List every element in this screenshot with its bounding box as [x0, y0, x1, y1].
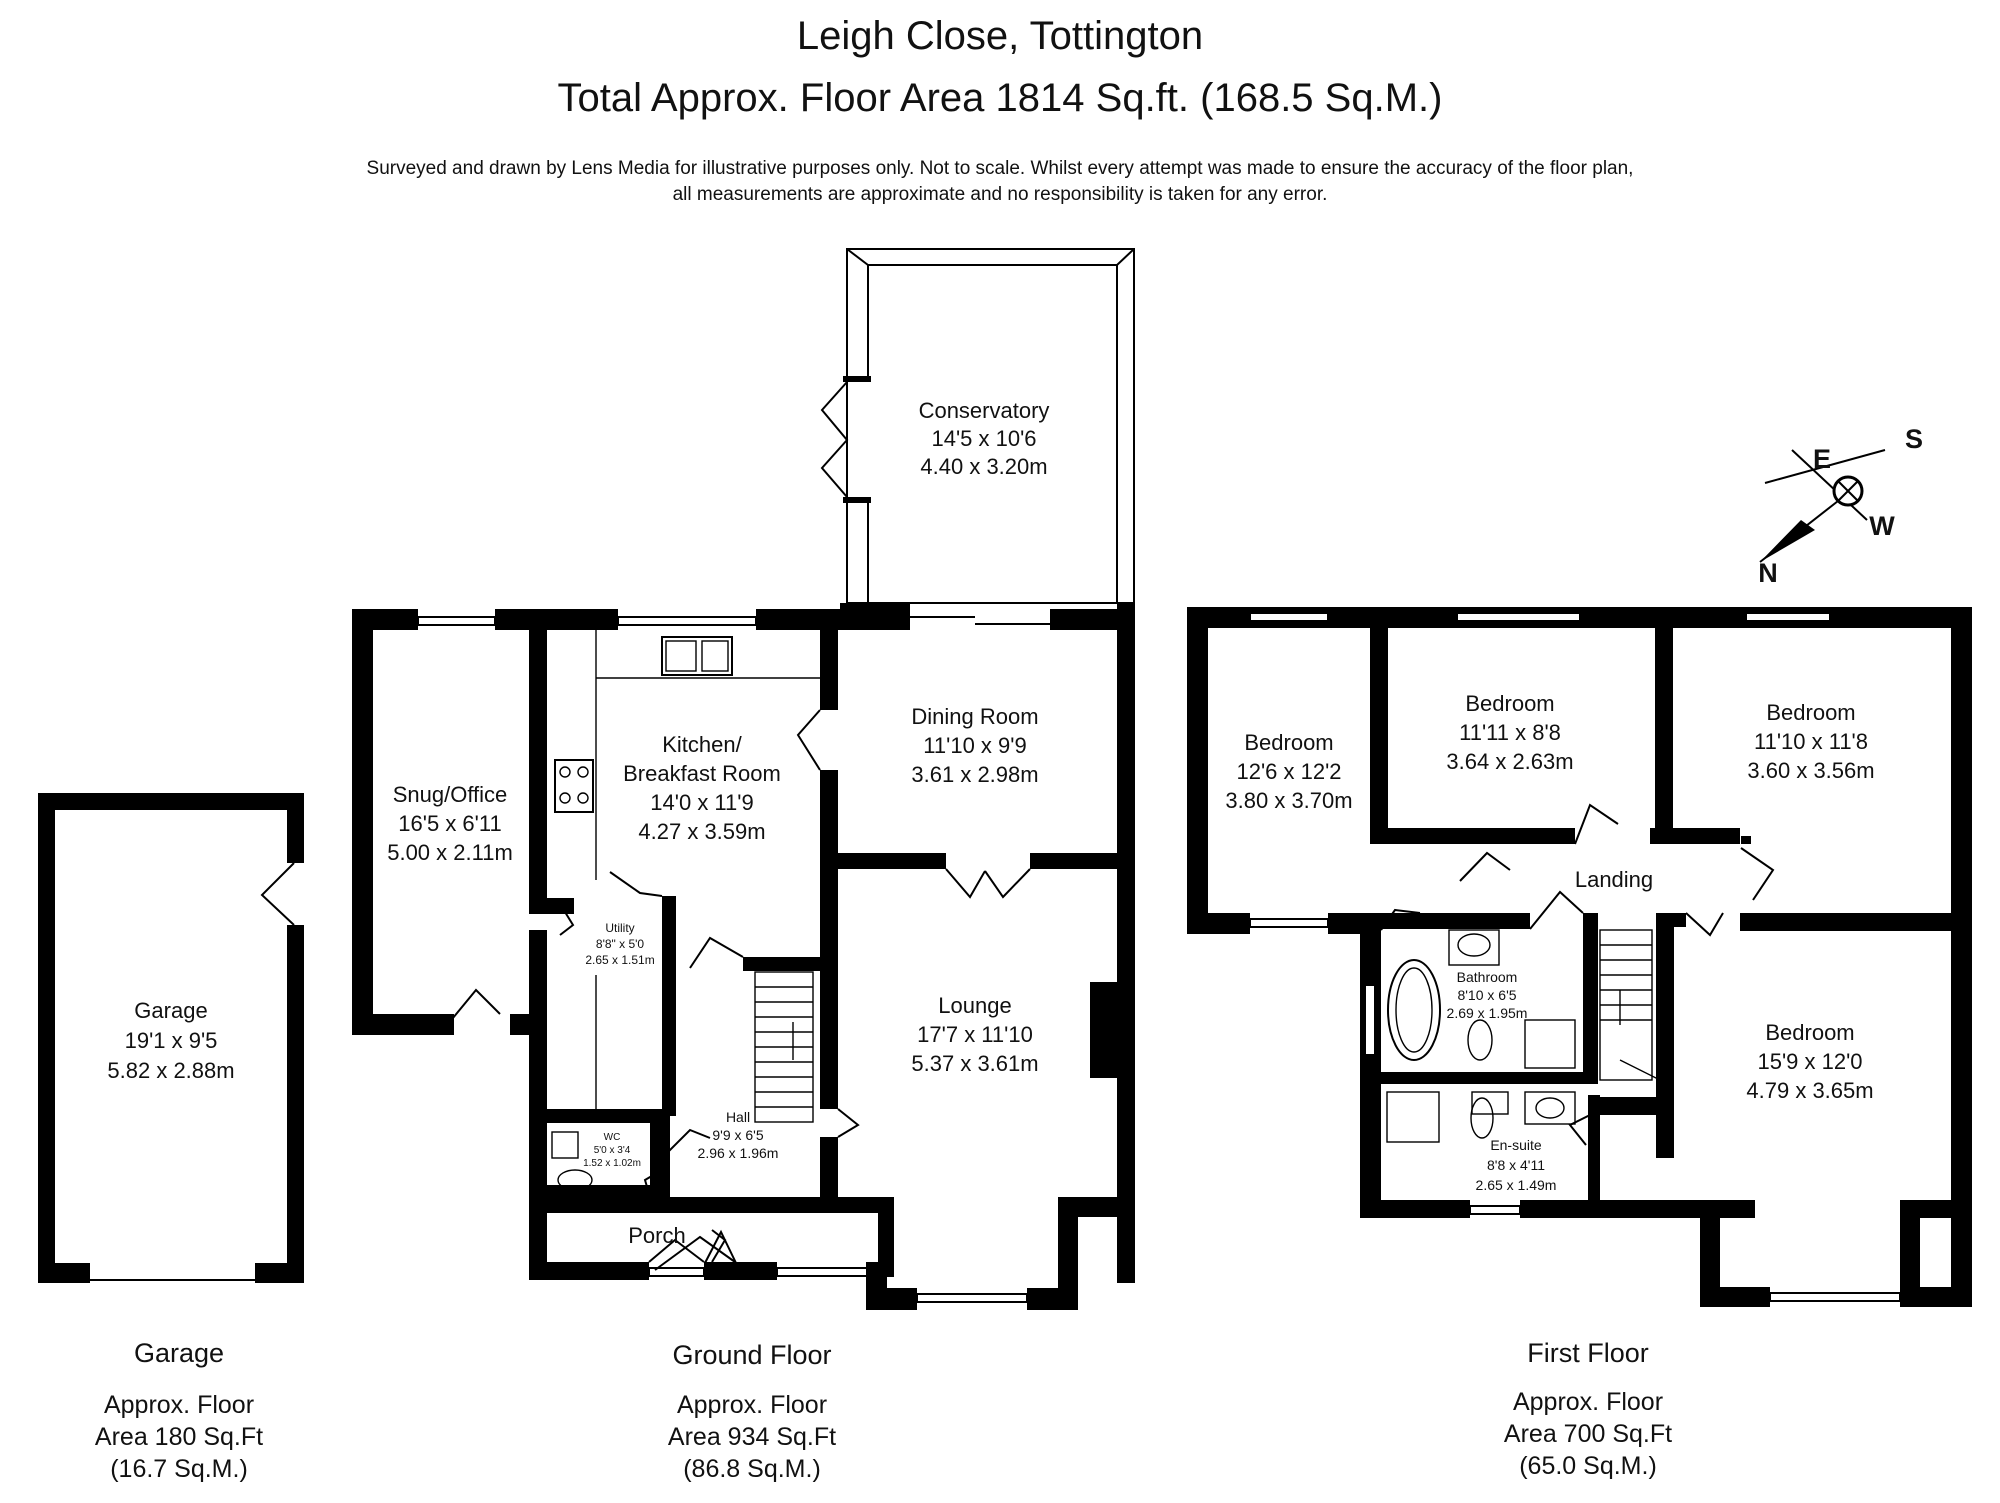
snug-name: Snug/Office	[393, 782, 508, 807]
kitchen-metric: 4.27 x 3.59m	[638, 819, 765, 844]
ground-floor-caption: Ground Floor	[672, 1340, 831, 1370]
landing-name: Landing	[1575, 867, 1653, 892]
first-floor-area-line2: Area 700 Sq.Ft	[1504, 1420, 1672, 1448]
lounge-label: Lounge 17'7 x 11'10 5.37 x 3.61m	[911, 993, 1038, 1076]
compass-rose-icon: N S E W	[1758, 424, 1923, 588]
hall-imperial: 9'9 x 6'5	[712, 1127, 763, 1143]
kitchen-imperial: 14'0 x 11'9	[650, 790, 753, 815]
wc-name: WC	[604, 1132, 621, 1143]
garage-plan: Garage 19'1 x 9'5 5.82 x 2.88m Garage Ap…	[38, 793, 304, 1483]
bedroom1-name: Bedroom	[1244, 730, 1333, 755]
ground-floor-area-line2: Area 934 Sq.Ft	[668, 1423, 836, 1451]
bedroom4-label: Bedroom 15'9 x 12'0 4.79 x 3.65m	[1746, 1020, 1873, 1103]
bedroom4-metric: 4.79 x 3.65m	[1746, 1078, 1873, 1103]
disclaimer-line-1: Surveyed and drawn by Lens Media for ill…	[366, 158, 1634, 179]
ensuite-metric: 2.65 x 1.49m	[1476, 1177, 1557, 1193]
hall-label: Hall 9'9 x 6'5 2.96 x 1.96m	[698, 1109, 779, 1161]
bedroom4-imperial: 15'9 x 12'0	[1757, 1049, 1862, 1074]
bedroom1-metric: 3.80 x 3.70m	[1225, 788, 1352, 813]
dining-imperial: 11'10 x 9'9	[923, 733, 1026, 758]
conservatory-metric: 4.40 x 3.20m	[920, 454, 1047, 479]
dining-name: Dining Room	[911, 704, 1038, 729]
bedroom3-name: Bedroom	[1766, 700, 1855, 725]
bathroom-metric: 2.69 x 1.95m	[1447, 1005, 1528, 1021]
compass-south-label: S	[1905, 424, 1923, 454]
total-area: Total Approx. Floor Area 1814 Sq.ft. (16…	[557, 76, 1443, 120]
bedroom2-metric: 3.64 x 2.63m	[1446, 749, 1573, 774]
garage-room-imperial: 19'1 x 9'5	[125, 1028, 218, 1053]
conservatory-imperial: 14'5 x 10'6	[931, 426, 1036, 451]
bathroom-name: Bathroom	[1457, 969, 1518, 985]
ensuite-imperial: 8'8 x 4'11	[1487, 1157, 1545, 1173]
wc-imperial: 5'0 x 3'4	[594, 1145, 631, 1156]
kitchen-label: Kitchen/ Breakfast Room 14'0 x 11'9 4.27…	[623, 732, 781, 844]
utility-imperial: 8'8" x 5'0	[596, 937, 645, 951]
snug-imperial: 16'5 x 6'11	[398, 811, 501, 836]
garage-area-line1: Approx. Floor	[104, 1391, 254, 1419]
bedroom3-label: Bedroom 11'10 x 11'8 3.60 x 3.56m	[1747, 700, 1874, 783]
garage-room-name: Garage	[134, 998, 207, 1023]
garage-label: Garage 19'1 x 9'5 5.82 x 2.88m	[107, 998, 234, 1083]
bedroom2-imperial: 11'11 x 8'8	[1459, 720, 1561, 745]
lounge-metric: 5.37 x 3.61m	[911, 1051, 1038, 1076]
conservatory-name: Conservatory	[919, 398, 1050, 423]
ground-floor-area-line3: (86.8 Sq.M.)	[683, 1455, 821, 1483]
kitchen-name-line2: Breakfast Room	[623, 761, 781, 786]
bathroom-imperial: 8'10 x 6'5	[1457, 987, 1516, 1003]
dining-metric: 3.61 x 2.98m	[911, 762, 1038, 787]
dining-label: Dining Room 11'10 x 9'9 3.61 x 2.98m	[911, 704, 1038, 787]
ground-floor-area-line1: Approx. Floor	[677, 1391, 827, 1419]
compass-west-label: W	[1869, 511, 1895, 541]
disclaimer-line-2: all measurements are approximate and no …	[672, 184, 1328, 205]
utility-name: Utility	[605, 921, 634, 935]
bedroom2-label: Bedroom 11'11 x 8'8 3.64 x 2.63m	[1446, 691, 1573, 774]
bedroom2-name: Bedroom	[1465, 691, 1554, 716]
wc-metric: 1.52 x 1.02m	[583, 1158, 641, 1169]
compass-east-label: E	[1813, 444, 1831, 474]
first-floor-area-line1: Approx. Floor	[1513, 1388, 1663, 1416]
compass-north-label: N	[1758, 558, 1778, 588]
snug-label: Snug/Office 16'5 x 6'11 5.00 x 2.11m	[387, 782, 513, 865]
garage-caption: Garage	[134, 1338, 224, 1368]
garage-area-line3: (16.7 Sq.M.)	[110, 1455, 248, 1483]
lounge-imperial: 17'7 x 11'10	[917, 1022, 1033, 1047]
conservatory-label: Conservatory 14'5 x 10'6 4.40 x 3.20m	[919, 398, 1050, 479]
bedroom3-imperial: 11'10 x 11'8	[1754, 729, 1868, 754]
bedroom1-imperial: 12'6 x 12'2	[1236, 759, 1341, 784]
first-floor-area-line3: (65.0 Sq.M.)	[1519, 1452, 1657, 1480]
hall-name: Hall	[726, 1109, 750, 1125]
ground-floor-plan: Conservatory 14'5 x 10'6 4.40 x 3.20m Sn…	[352, 248, 1135, 1483]
first-floor-caption: First Floor	[1527, 1338, 1649, 1368]
bedroom1-label: Bedroom 12'6 x 12'2 3.80 x 3.70m	[1225, 730, 1352, 813]
utility-label: Utility 8'8" x 5'0 2.65 x 1.51m	[585, 921, 654, 967]
ensuite-name: En-suite	[1490, 1137, 1542, 1153]
ensuite-label: En-suite 8'8 x 4'11 2.65 x 1.49m	[1476, 1137, 1557, 1193]
snug-metric: 5.00 x 2.11m	[387, 840, 513, 865]
wc-label: WC 5'0 x 3'4 1.52 x 1.02m	[583, 1132, 641, 1169]
garage-room-metric: 5.82 x 2.88m	[107, 1058, 234, 1083]
first-floor-plan: N S E W Bedroom 12'6 x 12'2 3.80 x 3.70m…	[1187, 424, 1972, 1480]
plan-title: Leigh Close, Tottington	[796, 14, 1204, 58]
porch-name: Porch	[628, 1223, 685, 1248]
hall-metric: 2.96 x 1.96m	[698, 1145, 779, 1161]
lounge-name: Lounge	[938, 993, 1011, 1018]
bathroom-label: Bathroom 8'10 x 6'5 2.69 x 1.95m	[1447, 969, 1528, 1021]
bedroom3-metric: 3.60 x 3.56m	[1747, 758, 1874, 783]
utility-metric: 2.65 x 1.51m	[585, 953, 654, 967]
kitchen-name-line1: Kitchen/	[662, 732, 742, 757]
garage-area-line2: Area 180 Sq.Ft	[95, 1423, 263, 1451]
bedroom4-name: Bedroom	[1765, 1020, 1854, 1045]
